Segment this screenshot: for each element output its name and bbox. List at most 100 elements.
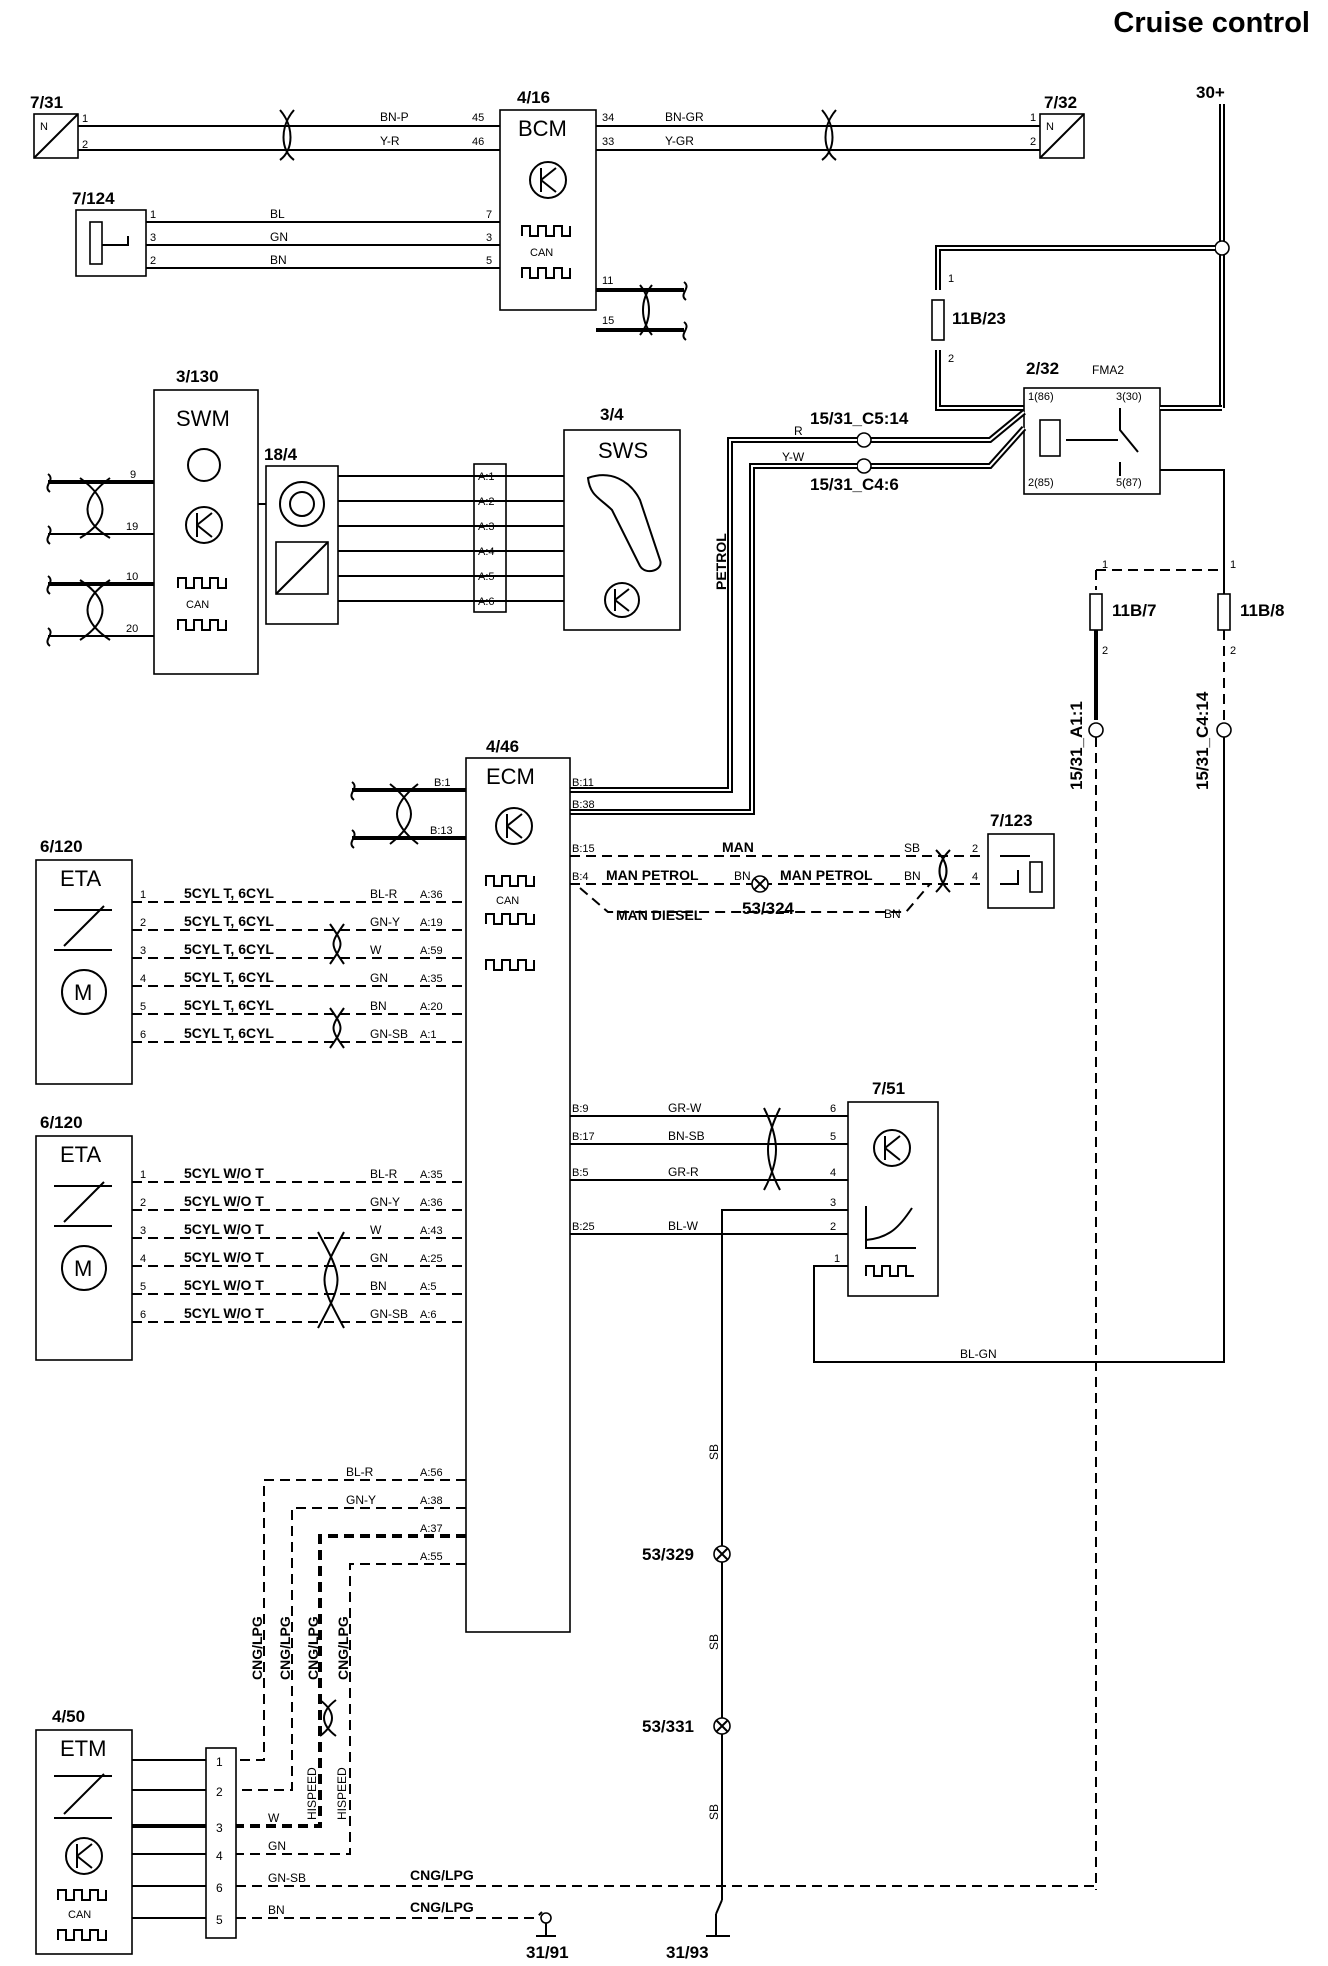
eta_a-option-6: 5CYL T, 6CYL [184, 1025, 274, 1041]
steering-icon [187, 448, 221, 482]
wire-label-gn: GN [270, 230, 288, 244]
pin-bcm-34: 34 [602, 112, 614, 124]
wire-etm-a55 [236, 1563, 466, 1855]
wire-label-bn: BN [270, 253, 287, 267]
relay-name: FMA2 [1092, 363, 1124, 377]
wire-label-sb-7123: SB [904, 841, 920, 855]
ground-31-91-icon [536, 1923, 556, 1937]
wire-label-bl: BL [270, 207, 285, 221]
opt-man: MAN [722, 839, 754, 855]
eta_a-pin-4: 4 [140, 973, 146, 985]
wire-label-r: R [794, 424, 803, 438]
pin-7123-4: 4 [972, 871, 978, 883]
signal-wave-etm [57, 1889, 107, 1901]
wire-label-sb-3: SB [707, 1804, 721, 1820]
petrol-label: PETROL [713, 533, 729, 590]
motor-icon-a [61, 969, 107, 1015]
pin-bcm-11: 11 [602, 275, 613, 287]
wire-label-gr-w: GR-W [668, 1101, 702, 1115]
pin-ecm-b13: B:13 [430, 825, 453, 837]
transistor-icon-swm [185, 506, 223, 544]
eta_b-ecm-pin-4: A:25 [420, 1253, 443, 1265]
pin-swm-20: 20 [126, 623, 138, 635]
wire-label-bn-7123-c: BN [884, 907, 901, 921]
eta_b-pin-4: 4 [140, 1253, 146, 1265]
pin-ecm-b38: B:38 [572, 799, 595, 811]
pin-etm-3: 3 [216, 1821, 223, 1835]
ecm-can-label: CAN [496, 895, 519, 907]
signal-wave-ecm [485, 875, 535, 887]
bcm-name: BCM [518, 116, 567, 141]
signal-wave-etm-2 [57, 1929, 107, 1941]
twist-swm-2 [79, 579, 111, 641]
label-c4-14: 15/31_C4:14 [1193, 691, 1212, 790]
pin-7-51-6: 6 [830, 1103, 836, 1115]
eta_a-option-1: 5CYL T, 6CYL [184, 885, 274, 901]
ref-7-123: 7/123 [990, 811, 1033, 830]
ref-3-130: 3/130 [176, 367, 219, 386]
transistor-icon-swm-lines [196, 512, 213, 538]
opt-man-petrol-1: MAN PETROL [606, 867, 699, 883]
etm-internal-wires [132, 1759, 206, 1919]
eta_a-twist-2 [329, 1007, 345, 1049]
twist-7123 [935, 849, 951, 893]
wire-break-ecm-2 [350, 829, 356, 849]
ref-18-4: 18/4 [264, 445, 298, 464]
fuse-to-relay-inner [937, 350, 1024, 409]
pin-11b7-2: 2 [1102, 645, 1108, 657]
splice-53-324-label: 53/324 [742, 899, 795, 918]
pin-7-32-2: 2 [1030, 136, 1036, 148]
pin-ecm-a56: A:56 [420, 1467, 443, 1479]
pin-7124-3: 3 [150, 232, 156, 244]
ecm-name: ECM [486, 764, 535, 789]
ref-6-120-a: 6/120 [40, 837, 83, 856]
wire-label-etm-gn: GN [268, 1839, 286, 1853]
pin-ecm-b1: B:1 [434, 777, 451, 789]
label-c5-14: 15/31_C5:14 [810, 409, 909, 428]
pin-7-51-3: 3 [830, 1197, 836, 1209]
cnglpg-h2: CNG/LPG [410, 1899, 474, 1915]
signal-wave-swm-2 [177, 619, 227, 631]
eta_b-color-2: GN-Y [370, 1195, 400, 1209]
ref-4-50: 4/50 [52, 1707, 85, 1726]
wire-break-2 [682, 321, 688, 341]
wire-label-etm-gn-sb: GN-SB [268, 1871, 306, 1885]
eta_a-ecm-pin-2: A:19 [420, 917, 443, 929]
signal-wave-icon [521, 225, 571, 237]
splice-53-331-label: 53/331 [642, 1717, 694, 1736]
splice-53-329-cross [715, 1547, 729, 1561]
eta_b-ecm-pin-2: A:36 [420, 1197, 443, 1209]
cnglpg-v3: CNG/LPG [305, 1616, 321, 1680]
pin-ecm-b4: B:4 [572, 871, 589, 883]
pin-ecm-a55: A:55 [420, 1551, 443, 1563]
pin-etm-2: 2 [216, 1785, 223, 1799]
eta_a-option-2: 5CYL T, 6CYL [184, 913, 274, 929]
wire-r-to-ecm-inner [570, 439, 857, 791]
pin-11b7-1: 1 [1102, 559, 1108, 571]
fuse-11b7 [1089, 593, 1103, 631]
eta_a-color-2: GN-Y [370, 915, 400, 929]
component-7-32-diagonal [1039, 113, 1085, 159]
wire-label-gr-r: GR-R [668, 1165, 699, 1179]
wire-label-bn-sb: BN-SB [668, 1129, 705, 1143]
transistor-icon-7-51 [873, 1129, 911, 1167]
etm-name: ETM [60, 1736, 106, 1761]
pin-etm-5: 5 [216, 1913, 223, 1927]
wire-label-bn-7123-b: BN [904, 869, 921, 883]
eta_b-pin-5: 5 [140, 1281, 146, 1293]
eta_b-option-3: 5CYL W/O T [184, 1221, 264, 1237]
pin-11b23-1: 1 [948, 273, 954, 285]
eta_b-option-4: 5CYL W/O T [184, 1249, 264, 1265]
throttle-icon-b [54, 1181, 112, 1227]
throttle-icon-etm [54, 1773, 112, 1819]
signal-wave-swm [177, 577, 227, 589]
pin-ecm-b5: B:5 [572, 1167, 589, 1179]
eta_a-option-4: 5CYL T, 6CYL [184, 969, 274, 985]
wire-label-etm-gn-y: GN-Y [346, 1493, 376, 1507]
pin-bcm-33: 33 [602, 136, 614, 148]
motor-b-label: M [74, 1256, 92, 1281]
transistor-icon-ecm [495, 807, 533, 845]
transistor-icon-etm-lines [76, 1843, 93, 1869]
pin-swm-9: 9 [130, 469, 136, 481]
